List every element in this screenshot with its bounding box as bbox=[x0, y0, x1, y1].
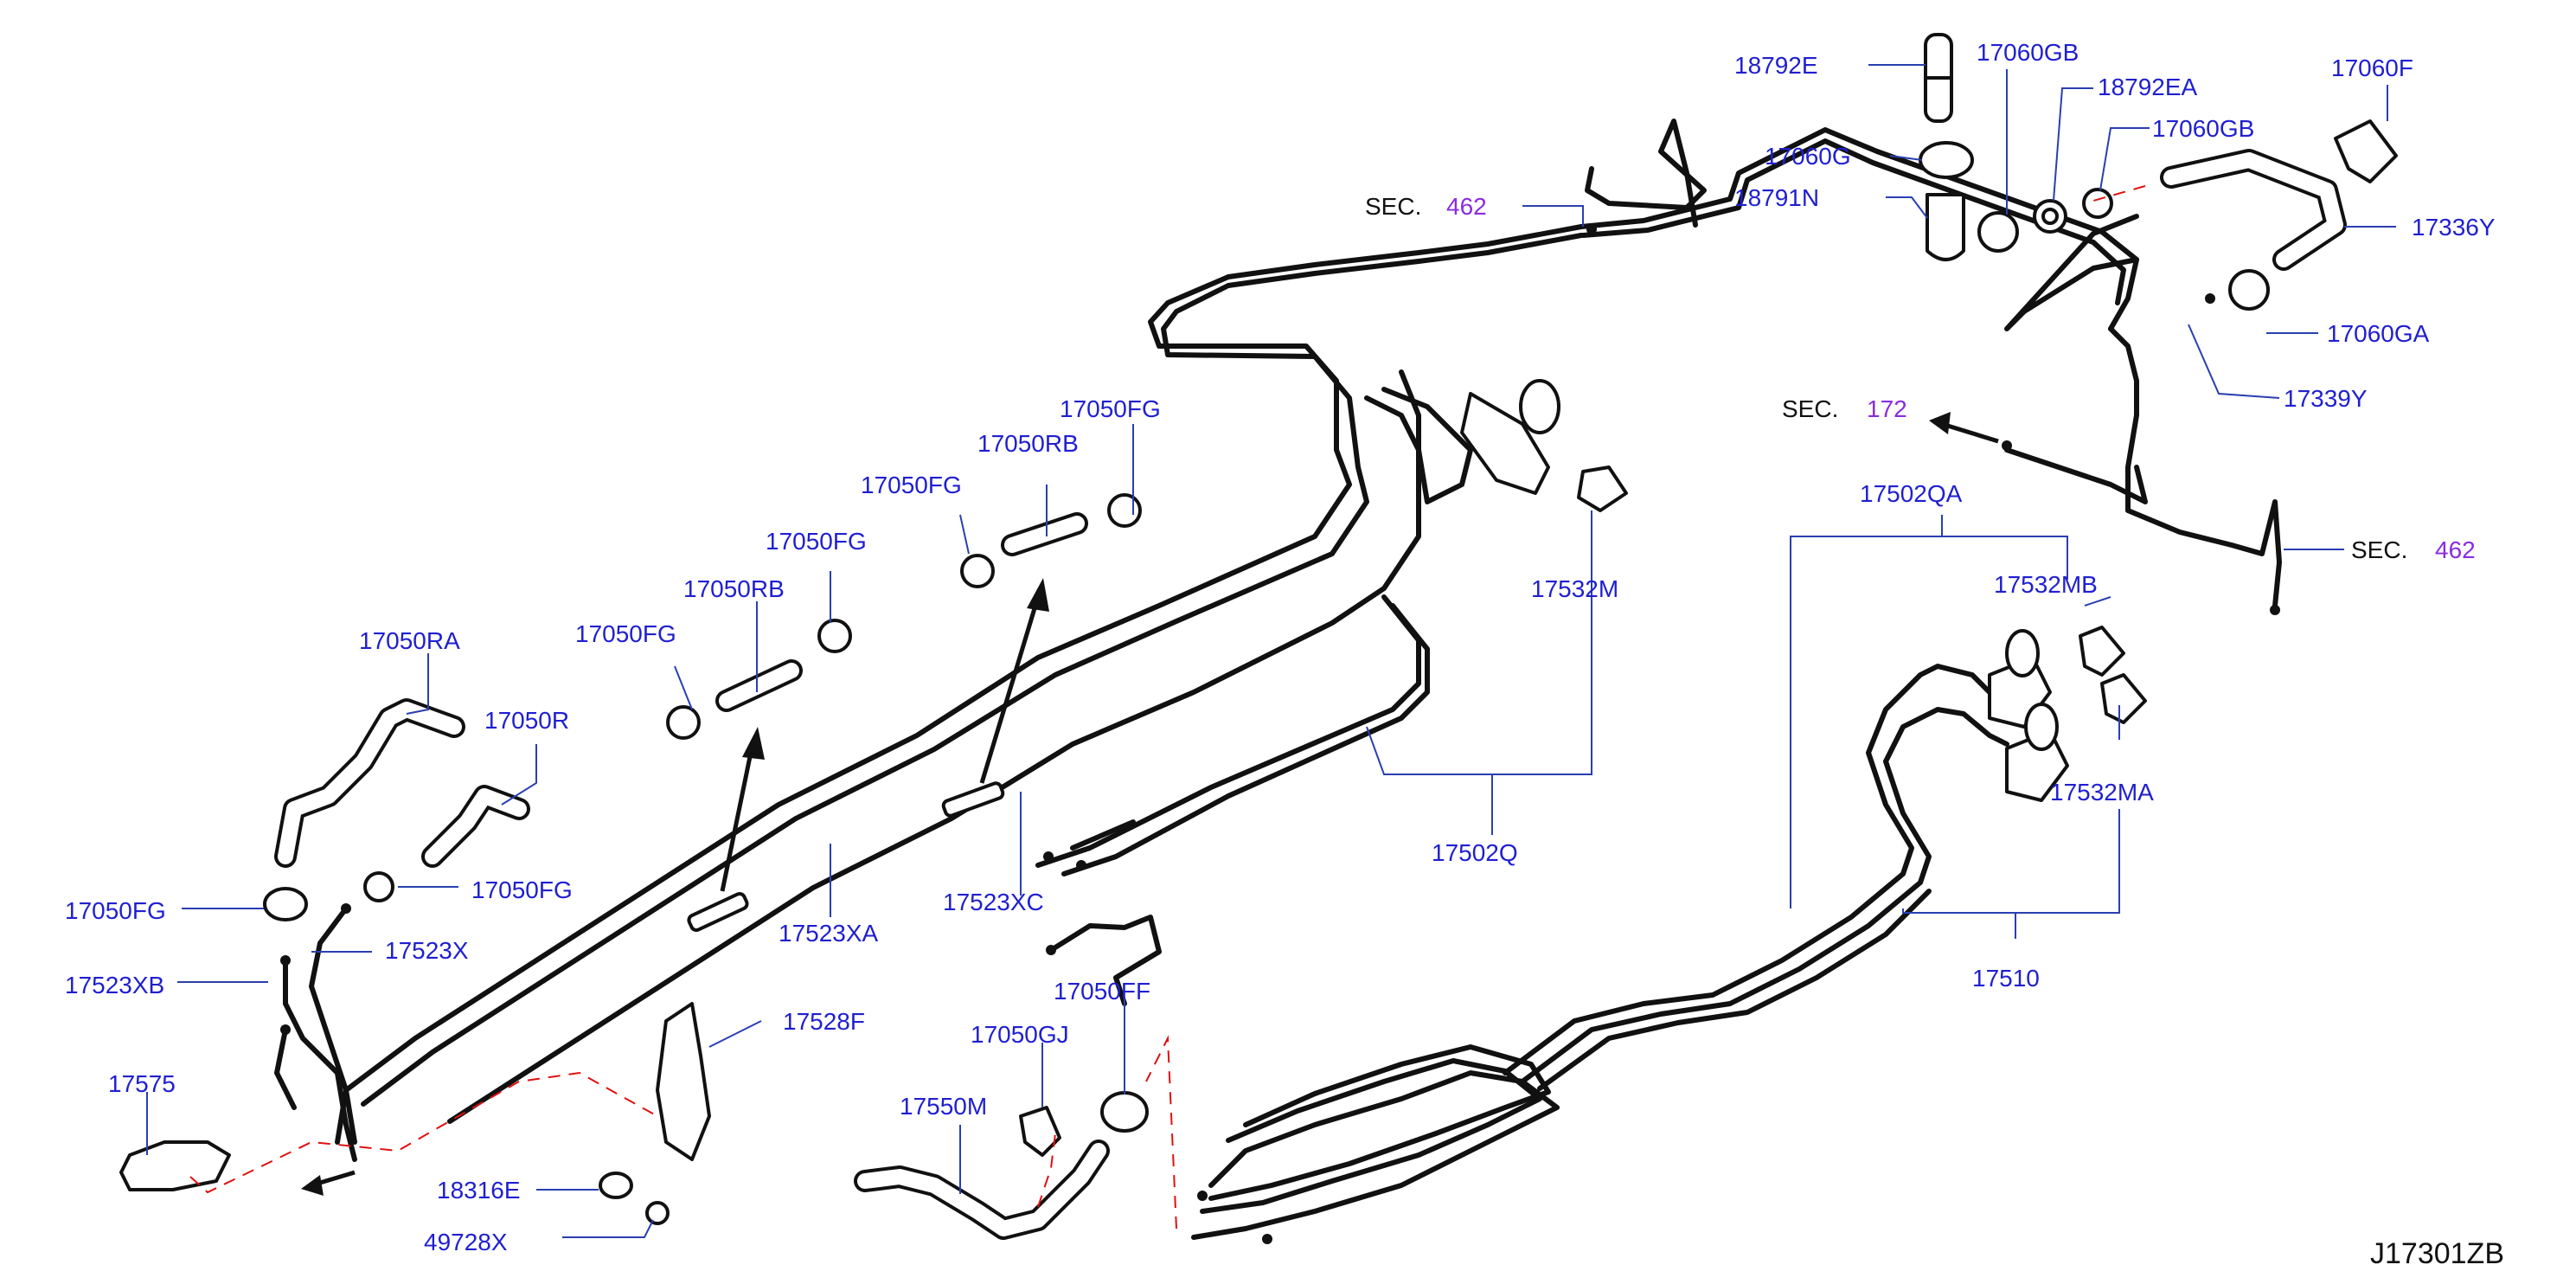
diagram-code: J17301ZB bbox=[2370, 1237, 2504, 1270]
clamp-17060GA[interactable] bbox=[2228, 269, 2270, 311]
label-18791N[interactable]: 18791N bbox=[1734, 184, 1819, 211]
label-17050FG-4[interactable]: 17050FG bbox=[575, 620, 676, 647]
label-17050R[interactable]: 17050R bbox=[484, 707, 569, 734]
label-17523X[interactable]: 17523X bbox=[385, 937, 469, 964]
pipe-joint-17523XA[interactable] bbox=[687, 892, 749, 932]
section-references: SEC. 462 SEC. 172 SEC. 462 bbox=[1365, 193, 2476, 563]
bracket-17575[interactable] bbox=[119, 1140, 231, 1191]
part-labels: 18792E 17060GB 18792EA 17060GB 17060F 17… bbox=[65, 39, 2496, 1255]
clamp-17050FG-mid[interactable] bbox=[363, 871, 394, 902]
label-17060GA[interactable]: 17060GA bbox=[2327, 320, 2430, 347]
clamp-17060GB-right[interactable] bbox=[2082, 188, 2113, 219]
front-pipe-segments bbox=[274, 819, 1162, 1162]
red-dashed-guides bbox=[189, 185, 2146, 1229]
label-17050FF[interactable]: 17050FF bbox=[1054, 978, 1150, 1005]
clamp-17060G[interactable] bbox=[1919, 141, 1974, 179]
sec-ref-172[interactable]: SEC. 172 bbox=[1782, 395, 1907, 422]
main-pipe-assembly bbox=[335, 119, 2282, 1145]
hose-17050RB-upper[interactable] bbox=[1001, 512, 1088, 556]
svg-text:172: 172 bbox=[1867, 395, 1907, 422]
label-17532MA[interactable]: 17532MA bbox=[2050, 779, 2154, 806]
hose-17050RA[interactable] bbox=[274, 698, 465, 868]
clamp-17050FF[interactable] bbox=[1100, 1091, 1149, 1133]
hose-17336Y[interactable] bbox=[2160, 149, 2347, 271]
label-17050FG-1[interactable]: 17050FG bbox=[1060, 395, 1161, 422]
arrow-sec-172 bbox=[1929, 412, 1999, 444]
label-18792E[interactable]: 18792E bbox=[1734, 52, 1818, 79]
hose-17050RB-lower[interactable] bbox=[715, 659, 803, 712]
fitting-18792E[interactable] bbox=[1924, 33, 1953, 123]
label-17060GB-top[interactable]: 17060GB bbox=[1977, 39, 2079, 66]
clamp-17050FG-lower-a[interactable] bbox=[666, 705, 701, 740]
label-17532M[interactable]: 17532M bbox=[1531, 575, 1618, 602]
quick-connector-17532MB[interactable] bbox=[1988, 626, 2125, 729]
ring-18792EA[interactable] bbox=[2033, 199, 2067, 234]
label-17550M[interactable]: 17550M bbox=[900, 1093, 987, 1120]
quick-connector-17532M[interactable] bbox=[1460, 379, 1628, 512]
label-17523XC[interactable]: 17523XC bbox=[943, 889, 1044, 915]
label-17339Y[interactable]: 17339Y bbox=[2284, 385, 2368, 412]
label-18792EA[interactable]: 18792EA bbox=[2098, 74, 2198, 100]
pointer-arrow-upper bbox=[979, 578, 1049, 784]
rear-pipe-bundle bbox=[1191, 664, 2009, 1240]
label-17050FG-3[interactable]: 17050FG bbox=[766, 528, 867, 555]
label-17060F[interactable]: 17060F bbox=[2331, 55, 2413, 81]
label-17050FG-5[interactable]: 17050FG bbox=[471, 876, 573, 903]
pipe-joint-17523XC[interactable] bbox=[941, 781, 1005, 818]
label-17502Q[interactable]: 17502Q bbox=[1432, 839, 1518, 866]
sec-ref-462-right[interactable]: SEC. 462 bbox=[2351, 536, 2476, 563]
label-17050FG-2[interactable]: 17050FG bbox=[861, 472, 962, 498]
label-17528F[interactable]: 17528F bbox=[783, 1008, 865, 1035]
leader-lines bbox=[146, 64, 2396, 1238]
label-17060GB-right[interactable]: 17060GB bbox=[2152, 115, 2254, 142]
label-17510[interactable]: 17510 bbox=[1972, 965, 2040, 992]
grommet-18316E[interactable] bbox=[599, 1172, 633, 1199]
label-17532MB[interactable]: 17532MB bbox=[1994, 571, 2098, 598]
label-17336Y[interactable]: 17336Y bbox=[2412, 214, 2496, 241]
clamp-17050FG-upper-a[interactable] bbox=[960, 554, 995, 588]
sec-ref-462-top[interactable]: SEC. 462 bbox=[1365, 193, 1487, 220]
protector-17528F[interactable] bbox=[656, 1002, 711, 1161]
arrow-lower-left bbox=[301, 1170, 356, 1196]
hose-18791N[interactable] bbox=[1926, 193, 1965, 261]
clamp-17050FG-lower-b[interactable] bbox=[817, 619, 852, 653]
label-49728X[interactable]: 49728X bbox=[424, 1229, 508, 1255]
label-17523XB[interactable]: 17523XB bbox=[65, 972, 164, 998]
label-17050RB-1[interactable]: 17050RB bbox=[977, 430, 1079, 457]
label-18316E[interactable]: 18316E bbox=[437, 1177, 521, 1204]
quick-connector-17532MA[interactable] bbox=[2005, 673, 2147, 802]
label-17060G[interactable]: 17060G bbox=[1765, 143, 1851, 170]
clamp-17060F[interactable] bbox=[2334, 119, 2398, 183]
label-17050RB-2[interactable]: 17050RB bbox=[683, 575, 785, 602]
svg-text:462: 462 bbox=[1446, 193, 1487, 220]
label-17502QA[interactable]: 17502QA bbox=[1860, 480, 1963, 507]
pointer-arrow-lower bbox=[720, 727, 765, 892]
clip-49728X[interactable] bbox=[645, 1201, 670, 1225]
label-17050RA[interactable]: 17050RA bbox=[359, 627, 460, 654]
label-17575[interactable]: 17575 bbox=[108, 1070, 176, 1097]
label-17050GJ[interactable]: 17050GJ bbox=[971, 1021, 1069, 1048]
svg-text:462: 462 bbox=[2435, 536, 2476, 563]
svg-text:SEC.: SEC. bbox=[1782, 395, 1838, 422]
clamp-17050FG-left[interactable] bbox=[263, 887, 308, 921]
svg-text:SEC.: SEC. bbox=[2351, 536, 2407, 563]
pipe-end-caps bbox=[280, 224, 2280, 1244]
hose-17550M[interactable] bbox=[854, 1140, 1110, 1240]
label-17050FG-6[interactable]: 17050FG bbox=[65, 897, 166, 924]
clamp-17050FG-upper-b[interactable] bbox=[1107, 493, 1142, 528]
label-17523XA[interactable]: 17523XA bbox=[779, 920, 879, 947]
svg-text:SEC.: SEC. bbox=[1365, 193, 1421, 220]
clamp-17050GJ[interactable] bbox=[1019, 1106, 1061, 1157]
clamp-17060GB[interactable] bbox=[1977, 211, 2019, 253]
hose-17050R[interactable] bbox=[421, 785, 530, 868]
